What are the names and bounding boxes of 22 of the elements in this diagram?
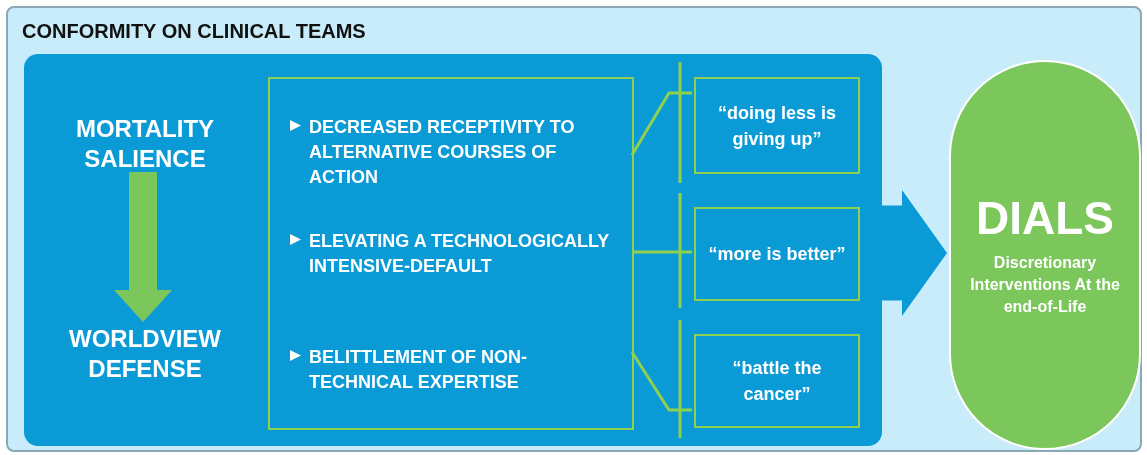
concept-label: MORTALITY SALIENCE	[47, 114, 243, 174]
outer-panel	[6, 6, 1142, 452]
connector-line	[632, 250, 692, 254]
acronym-title: DIALS	[976, 192, 1114, 244]
panel-title: CONFORMITY ON CLINICAL TEAMS	[22, 20, 366, 43]
quote-text: “doing less is giving up”	[717, 101, 837, 151]
connector-line	[630, 351, 692, 412]
connector-line	[630, 91, 692, 156]
quote-box	[694, 207, 860, 301]
bullet-text: BELITTLEMENT OF NON-TECHNICAL EXPERTISE	[309, 346, 528, 394]
bullet-text: ELEVATING A TECHNOLOGICALLY INTENSIVE-DEFAULT	[309, 230, 609, 278]
result-pill	[949, 60, 1141, 450]
quote-text: “battle the cancer”	[731, 357, 823, 406]
acronym-expansion: Discretionary Interventions At the end-of-Life	[969, 253, 1121, 317]
concept-label: WORLDVIEW DEFENSE	[42, 324, 248, 394]
quote-box	[694, 334, 860, 428]
quote-box	[694, 77, 860, 174]
down-arrow	[114, 172, 172, 322]
bullet-text: DECREASED RECEPTIVITY TO ALTERNATIVE COURSES OF ACTION	[309, 116, 576, 189]
list-box	[268, 77, 634, 430]
inner-panel	[24, 54, 882, 446]
quote-text: “more is better”	[707, 243, 847, 266]
